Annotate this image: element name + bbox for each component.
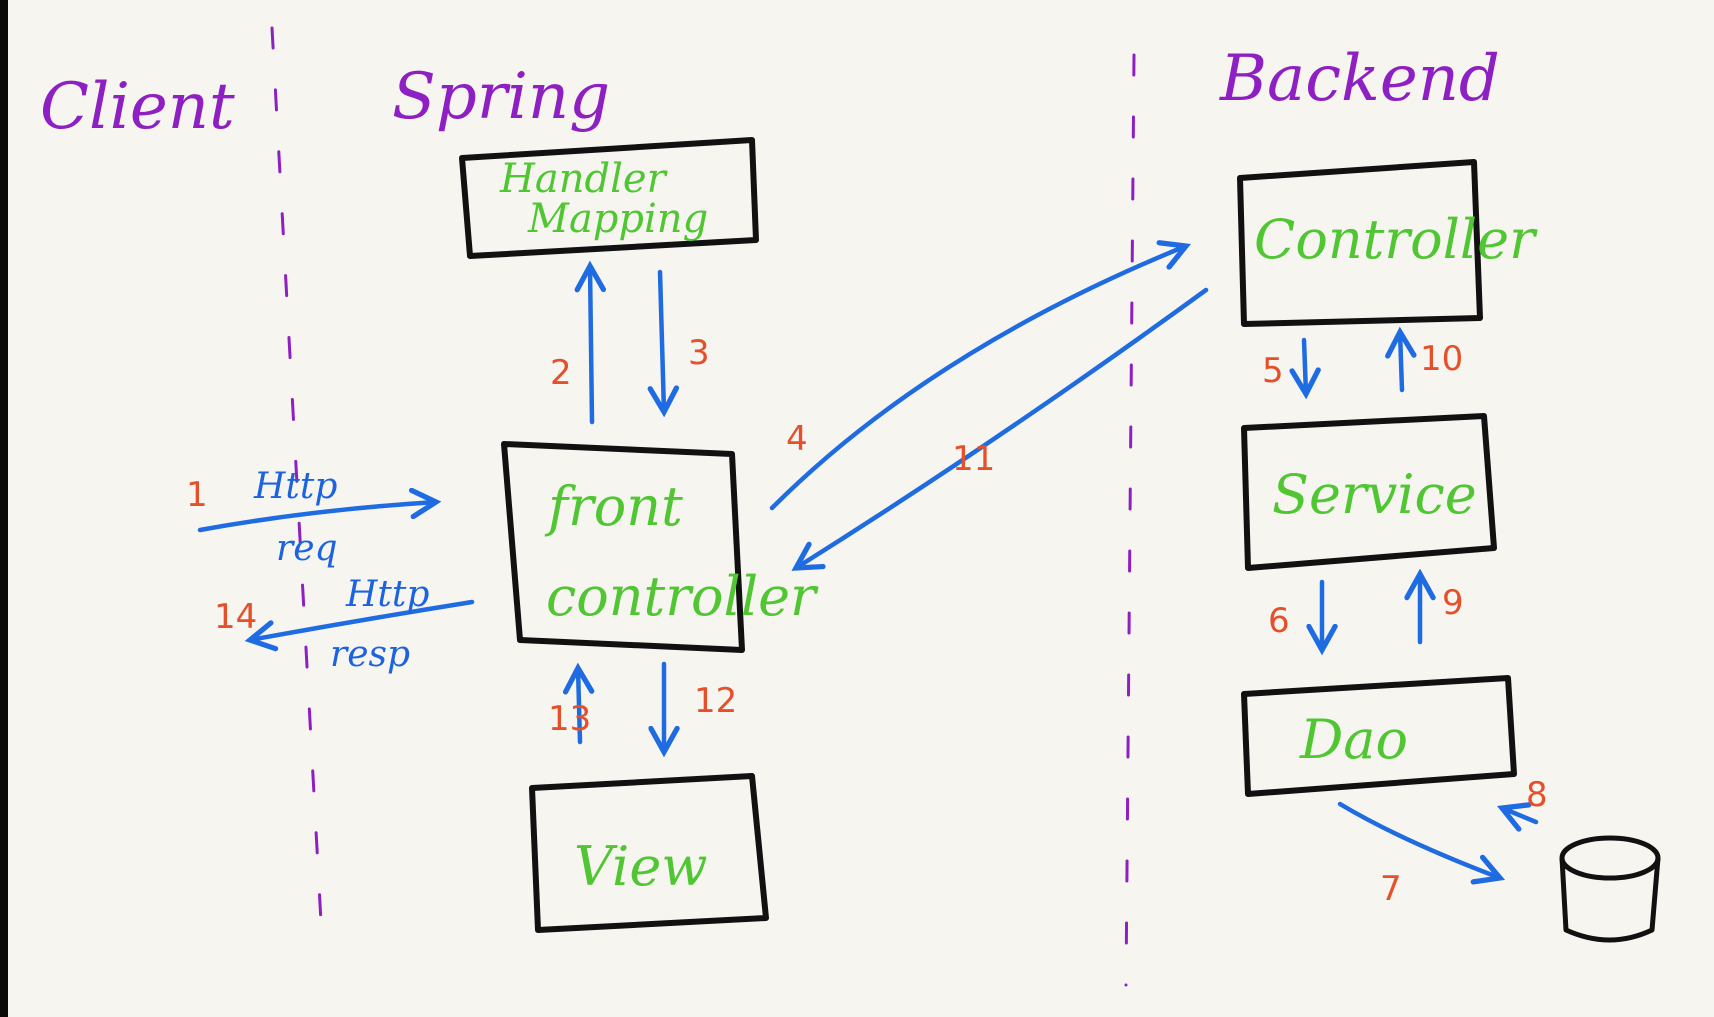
step-2-number: 2 <box>550 353 572 393</box>
front-controller-label-line1: front <box>544 475 683 538</box>
step-5-arrow <box>1304 337 1306 394</box>
view-box: View <box>529 773 769 933</box>
step-10-arrow <box>1400 332 1402 393</box>
service-box: Service <box>1241 413 1497 571</box>
step-11-arrow <box>796 287 1209 568</box>
step-8-arrow <box>1502 808 1539 822</box>
step-1-number: 1 <box>186 475 208 515</box>
step-12-number: 12 <box>694 681 737 721</box>
controller-label: Controller <box>1254 208 1538 271</box>
backend-heading: Backend <box>1219 42 1500 116</box>
step-2-arrow <box>590 266 592 425</box>
front-controller-box: front controller <box>501 441 819 653</box>
step-4-number: 4 <box>786 419 808 459</box>
step-13-arrow <box>578 668 580 745</box>
step-4-arrow <box>769 246 1186 511</box>
step-7-arrow <box>1337 801 1500 878</box>
step-9-number: 9 <box>1442 583 1464 623</box>
step-10-number: 10 <box>1420 339 1463 379</box>
handler-mapping-label-line2: Mapping <box>527 196 708 242</box>
step-5-number: 5 <box>1262 351 1284 391</box>
step-3-number: 3 <box>688 333 710 373</box>
spring-backend-divider <box>1124 53 1136 987</box>
step-8-number: 8 <box>1526 775 1548 815</box>
http-response-label-line2: resp <box>330 634 410 675</box>
front-controller-label-line2: controller <box>546 565 819 628</box>
dao-label: Dao <box>1299 708 1408 771</box>
http-request-label-line2: req <box>276 528 338 569</box>
http-request-label-line1: Http <box>253 466 337 507</box>
handler-mapping-box: Handler Mapping <box>459 137 759 259</box>
spring-heading: Spring <box>392 60 610 134</box>
client-heading: Client <box>40 70 235 144</box>
http-request-arrow <box>197 502 436 533</box>
view-label: View <box>574 835 708 898</box>
http-response-arrow <box>250 599 475 640</box>
client-spring-divider <box>270 26 324 942</box>
step-13-number: 13 <box>548 699 591 739</box>
service-label: Service <box>1272 463 1477 526</box>
step-11-number: 11 <box>952 439 995 479</box>
http-response-label-line1: Http <box>345 574 429 615</box>
step-6-number: 6 <box>1268 601 1290 641</box>
step-7-number: 7 <box>1380 869 1402 909</box>
step-14-number: 14 <box>214 597 257 637</box>
left-edge-border <box>0 0 8 1017</box>
handler-mapping-label-line1: Handler <box>499 156 669 202</box>
database-cylinder <box>1559 835 1661 943</box>
step-3-arrow <box>660 269 664 412</box>
dao-box: Dao <box>1241 675 1517 797</box>
controller-box: Controller <box>1237 159 1538 327</box>
